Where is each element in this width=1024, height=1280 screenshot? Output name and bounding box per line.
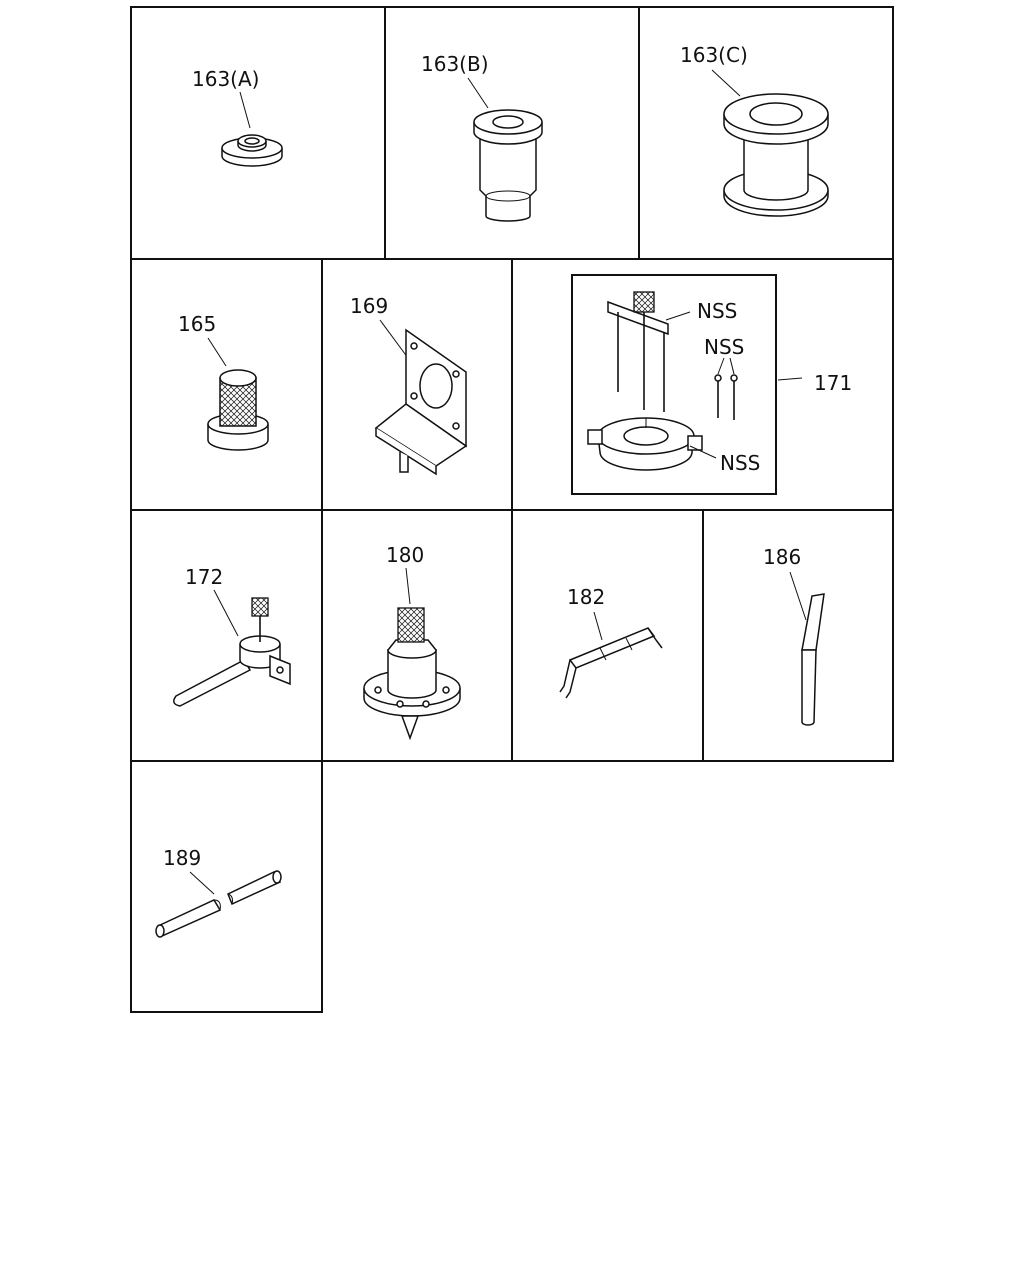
part-189: 189 [155, 846, 282, 938]
part-172: 172 [173, 565, 291, 707]
part-186: 186 [763, 545, 825, 726]
part-label-163b: 163(B) [421, 52, 489, 76]
nss-label-3: NSS [720, 451, 760, 475]
part-163a: 163(A) [192, 67, 283, 167]
part-label-163a: 163(A) [192, 67, 259, 91]
part-label-180: 180 [386, 543, 424, 567]
part-label-169: 169 [350, 294, 388, 318]
part-163b: 163(B) [421, 52, 543, 222]
part-label-182: 182 [567, 585, 605, 609]
part-label-163c: 163(C) [680, 43, 748, 67]
part-165: 165 [178, 312, 269, 451]
part-182: 182 [559, 585, 663, 699]
part-label-172: 172 [185, 565, 223, 589]
part-171: 171 NSS NSS NSS [571, 274, 852, 495]
puller-kit-box [571, 274, 777, 495]
part-label-165: 165 [178, 312, 216, 336]
part-169: 169 [350, 294, 468, 476]
part-label-189: 189 [163, 846, 201, 870]
part-163c: 163(C) [680, 43, 829, 217]
part-label-171: 171 [814, 371, 852, 395]
part-label-186: 186 [763, 545, 801, 569]
grid-frame [130, 6, 894, 1013]
part-180: 180 [363, 543, 461, 741]
nss-label-2: NSS [704, 335, 744, 359]
nss-label-1: NSS [697, 299, 737, 323]
